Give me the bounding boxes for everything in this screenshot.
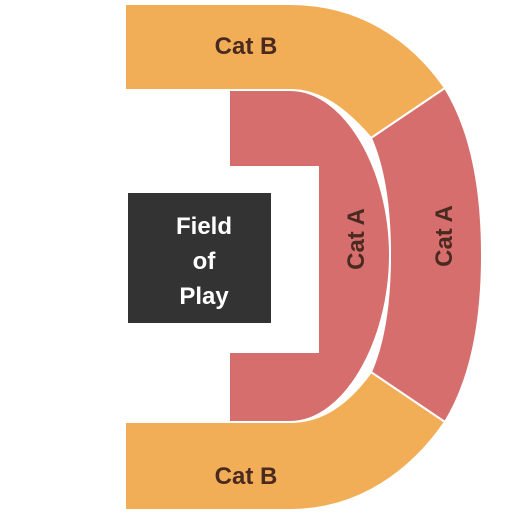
cat-b-top-label: Cat B [215, 33, 278, 60]
section-cat-b-bottom[interactable] [124, 370, 447, 511]
field-of-play-label-line-1: Field [176, 213, 232, 240]
cat-a-outer-label: Cat A [431, 205, 458, 267]
cat-a-inner-label: Cat A [343, 208, 370, 270]
field-of-play-label-line-3: Play [179, 283, 229, 310]
section-cat-a-inner[interactable] [228, 89, 392, 423]
field-of-play-label-line-2: of [193, 248, 217, 275]
cat-b-bottom-label: Cat B [215, 463, 278, 490]
field-of-play [128, 193, 271, 323]
